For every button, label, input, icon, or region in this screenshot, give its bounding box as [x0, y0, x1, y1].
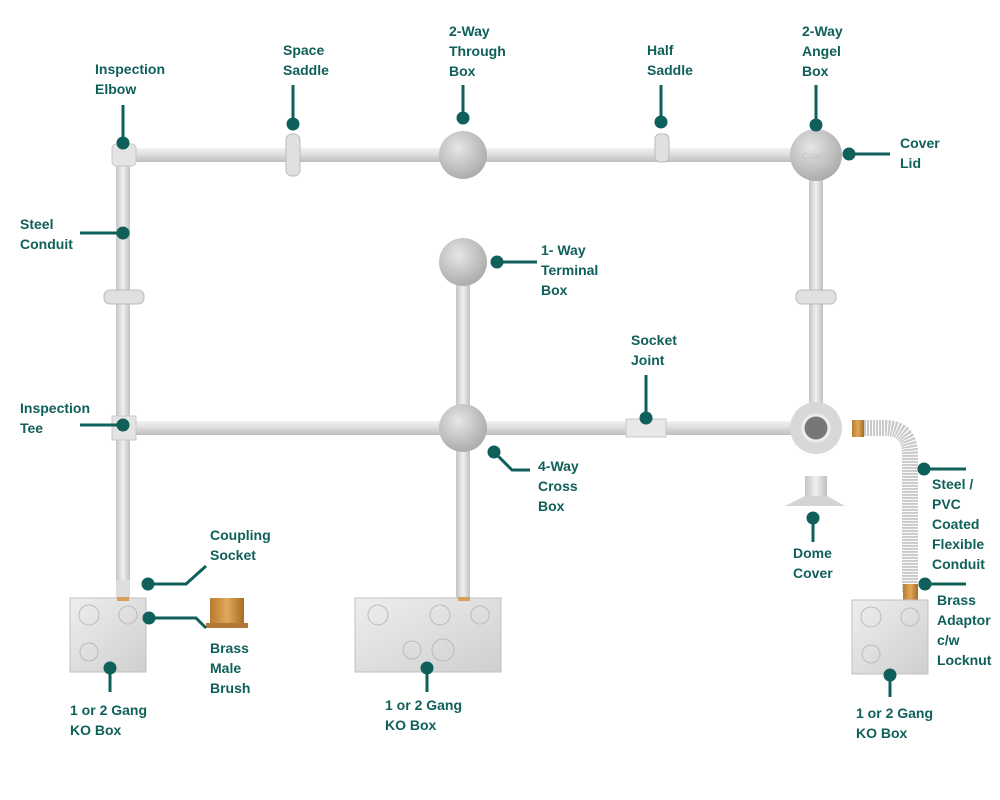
boxes: Calaba — [439, 129, 842, 454]
label-line: Conduit — [20, 236, 73, 252]
label-line: Joint — [631, 352, 665, 368]
through-box — [439, 131, 487, 179]
label-line: Space — [283, 42, 325, 58]
ko-box-left — [69, 597, 147, 673]
label-ko-box-middle: 1 or 2 Gang KO Box — [385, 695, 462, 735]
label-line: 1- Way — [541, 242, 586, 258]
label-line: 1 or 2 Gang — [856, 705, 934, 721]
label-line: 2-Way — [802, 23, 843, 39]
label-line: Box — [541, 282, 568, 298]
angel-box — [790, 129, 842, 181]
label-line: Inspection — [95, 61, 166, 77]
label-line: Elbow — [95, 81, 137, 97]
label-line: Box — [449, 63, 476, 79]
label-line: KO Box — [856, 725, 908, 741]
ko-box-right — [851, 599, 929, 675]
brass-male-brush — [206, 598, 248, 628]
label-line: Steel / — [932, 476, 974, 492]
saddle-right — [795, 289, 837, 305]
label-line: Box — [538, 498, 565, 514]
label-line: Socket — [631, 332, 677, 348]
label-line: Brush — [210, 680, 251, 696]
label-line: Inspection — [20, 400, 91, 416]
label-line: Locknut — [937, 652, 992, 668]
label-line: Half — [647, 42, 674, 58]
label-line: Coated — [932, 516, 980, 532]
half-saddle — [654, 133, 670, 163]
label-line: Socket — [210, 547, 256, 563]
label-line: Tee — [20, 420, 44, 436]
leader-lines — [80, 85, 966, 697]
cross-box — [439, 404, 487, 452]
label-line: Coupling — [210, 527, 271, 543]
label-line: 1 or 2 Gang — [70, 702, 148, 718]
label-line: Lid — [900, 155, 921, 171]
label-line: 2-Way — [449, 23, 490, 39]
label-line: Angel — [802, 43, 841, 59]
ko-box-middle — [354, 597, 502, 673]
label-line: 4-Way — [538, 458, 579, 474]
label-line: Saddle — [647, 62, 693, 78]
label-line: c/w — [937, 632, 960, 648]
label-ko-box-left: 1 or 2 Gang KO Box — [70, 700, 147, 740]
label-line: Conduit — [932, 556, 985, 572]
label-line: KO Box — [70, 722, 122, 738]
label-line: Brass — [210, 640, 249, 656]
brass-adaptor — [903, 584, 918, 604]
label-line: Cover — [793, 565, 833, 581]
label-line: Steel — [20, 216, 54, 232]
saddle-left — [103, 289, 145, 305]
label-ko-box-right: 1 or 2 Gang KO Box — [856, 703, 933, 743]
label-line: KO Box — [385, 717, 437, 733]
ko-boxes — [69, 597, 929, 675]
space-saddle — [285, 133, 301, 177]
label-line: Brass — [937, 592, 976, 608]
label-line: Through — [449, 43, 506, 59]
label-line: 1 or 2 Gang — [385, 697, 463, 713]
label-line: PVC — [932, 496, 961, 512]
label-line: Cover — [900, 135, 940, 151]
label-line: Cross — [538, 478, 578, 494]
terminal-box — [439, 238, 487, 286]
label-line: Terminal — [541, 262, 599, 278]
label-line: Dome — [793, 545, 832, 561]
label-line: Saddle — [283, 62, 329, 78]
label-line: Adaptor — [937, 612, 991, 628]
flexible-conduit — [855, 420, 918, 592]
label-line: Box — [802, 63, 829, 79]
label-line: Flexible — [932, 536, 985, 552]
box-brand: Calaba — [802, 151, 831, 161]
dome-cover — [785, 476, 845, 506]
label-line: Male — [210, 660, 242, 676]
